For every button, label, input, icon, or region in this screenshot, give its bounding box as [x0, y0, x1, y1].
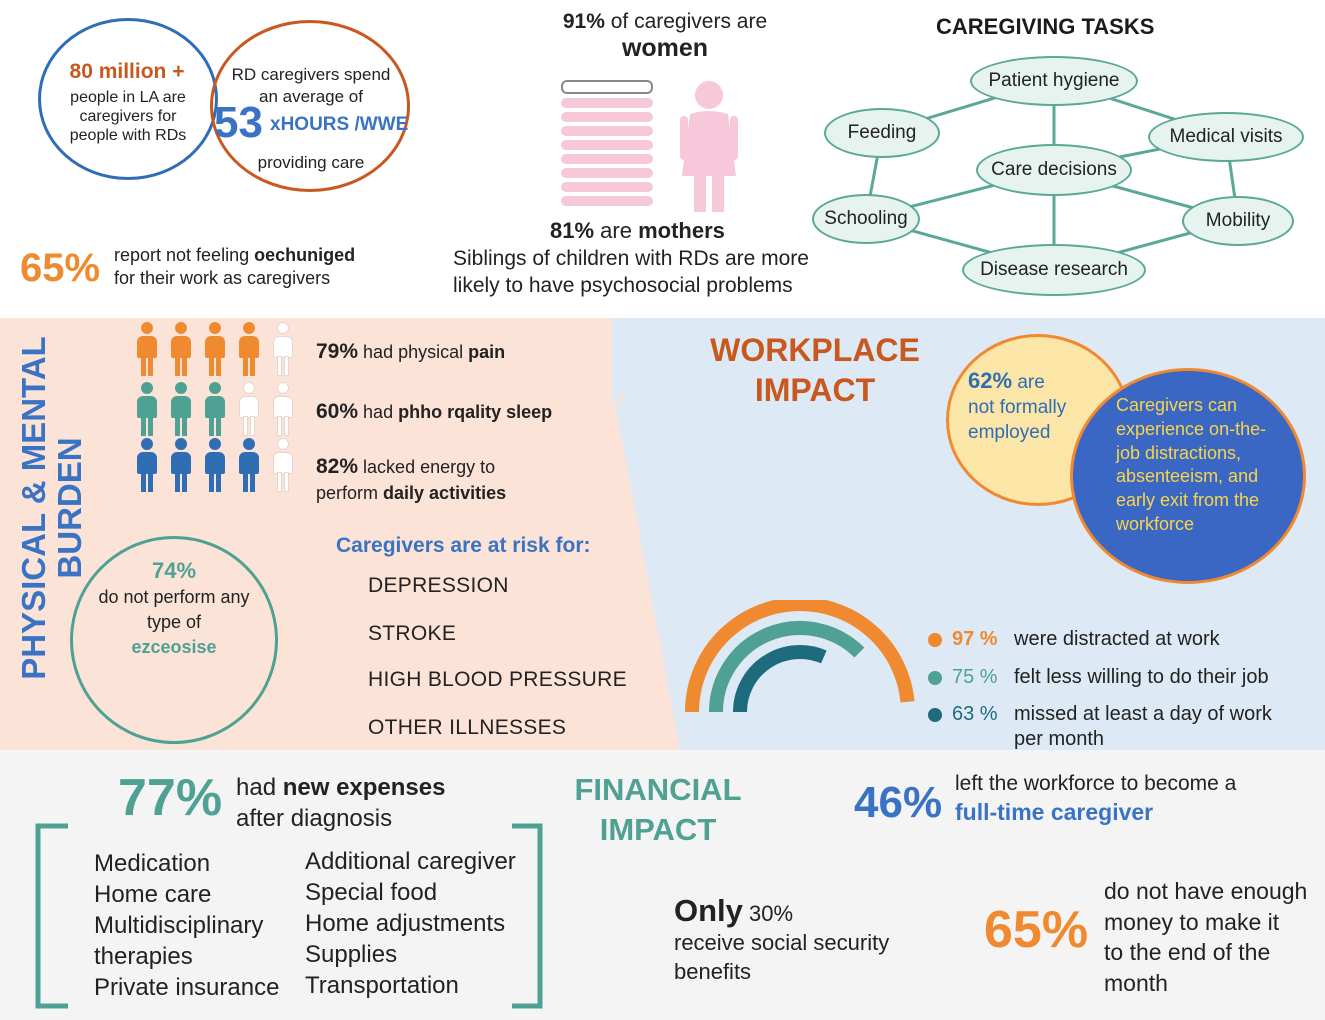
pain-stat: 79% had physical pain [316, 340, 506, 363]
energy-stat: 82% lacked energy to perform daily activ… [316, 455, 507, 503]
siblings-text: Siblings of children with RDs are more l… [453, 247, 809, 297]
task-mobility: Mobility [1182, 196, 1294, 246]
task-patient-hygiene: Patient hygiene [970, 56, 1138, 106]
workforce-pct: 46% [854, 778, 943, 827]
expense-item: Special food [305, 879, 438, 906]
expense-item: Private insurance [94, 974, 280, 1001]
money-line: to the end of the [1104, 939, 1271, 965]
risk-stroke: STROKE [368, 622, 457, 645]
expense-item: Home care [94, 881, 212, 908]
people-row [136, 322, 306, 381]
workplace-arc [685, 600, 915, 713]
social-security: Only 30% receive social security benefit… [674, 893, 890, 984]
women-bar-stack [561, 80, 653, 206]
mothers-stat: 81% are mothers [550, 218, 725, 243]
recognition-text: report not feeling oechuniged for their … [114, 245, 356, 288]
expense-item: Transportation [305, 972, 459, 999]
workplace-notch [612, 318, 682, 750]
expense-item: Medication [94, 850, 211, 877]
person-icon [204, 438, 226, 492]
person-icon [170, 382, 192, 436]
person-icon [136, 322, 158, 376]
risk-other-illnesses: OTHER ILLNESSES [368, 716, 567, 739]
task-schooling: Schooling [812, 194, 920, 244]
expense-item: Additional caregiver [305, 848, 516, 875]
legend-missed-day: 63 %missed at least a day of work per mo… [928, 702, 1272, 752]
task-disease-research: Disease research [962, 244, 1146, 296]
person-icon [170, 438, 192, 492]
legend-dot-dark [928, 707, 942, 722]
workplace-title: WORKPLACE IMPACT [710, 332, 920, 408]
workplace-arcs [685, 600, 915, 713]
person-icon [272, 382, 294, 436]
workforce-text: left the workforce to become a full-time… [955, 772, 1237, 825]
money-line: do not have enough [1104, 878, 1308, 904]
financial-section [0, 750, 1325, 1020]
people-row [136, 382, 306, 441]
top-section: 80 million + people in LA are caregivers… [0, 0, 1325, 318]
risk-blood-pressure: HIGH BLOOD PRESSURE [368, 668, 627, 691]
legend-less-willing: 75 %felt less willing to do their job [928, 658, 1272, 696]
money-text: do not have enough money to make it to the… [1104, 876, 1324, 998]
expenses-pct: 77% [118, 769, 223, 827]
sleep-stat: 60% had phho rqality sleep [316, 400, 553, 423]
expense-item: Home adjustments [305, 910, 506, 937]
task-care-decisions: Care decisions [976, 144, 1132, 196]
people-row [136, 438, 306, 497]
distraction-circle [1070, 368, 1306, 584]
expense-item: Supplies [305, 941, 398, 968]
money-pct: 65% [984, 901, 1089, 959]
person-icon [238, 438, 260, 492]
person-icon [136, 382, 158, 436]
person-icon [204, 322, 226, 376]
exercise-text: 74% do not perform any type of ezceosise [98, 558, 250, 657]
legend-dot-orange [928, 632, 942, 647]
workplace-legend: 97 %were distracted at work 75 %felt les… [928, 620, 1272, 752]
expenses-bracket [35, 823, 543, 1009]
hours-unit: xHOURS /WWE [270, 114, 409, 135]
person-icon [136, 438, 158, 492]
caregivers-count-text: people in LA are caregivers for people w… [69, 89, 187, 144]
task-feeding: Feeding [824, 108, 940, 158]
risk-title: Caregivers are at risk for: [336, 534, 591, 557]
distraction-text: Caregivers can experience on-the-job dis… [1116, 395, 1267, 534]
tasks-title: CAREGIVING TASKS [936, 14, 1155, 39]
workplace-arc [709, 621, 865, 713]
legend-dot-teal [928, 670, 942, 685]
expense-item: Multidisciplinary [94, 912, 264, 939]
employed-text: 62% are not formally employed [968, 368, 1067, 443]
exercise-circle [70, 536, 278, 744]
hours-text: RD caregivers spend an average of [231, 65, 391, 106]
expenses-text: had new expenses after diagnosis [236, 774, 446, 832]
women-stat: 91% of caregivers are women [562, 10, 768, 62]
expense-item: therapies [94, 943, 193, 970]
person-icon [272, 322, 294, 376]
risk-depression: DEPRESSION [368, 574, 509, 597]
caregivers-count: 80 million + [69, 60, 185, 83]
hours-number: 53 [214, 98, 263, 147]
recognition-pct: 65% [20, 246, 101, 290]
person-icon [272, 438, 294, 492]
hours-circle [210, 20, 410, 192]
task-medical-visits: Medical visits [1148, 112, 1304, 162]
woman-icon [680, 81, 738, 212]
person-icon [238, 322, 260, 376]
person-icon [238, 382, 260, 436]
workplace-arc [733, 645, 827, 713]
person-icon [170, 322, 192, 376]
legend-distracted: 97 %were distracted at work [928, 620, 1272, 658]
financial-title: FINANCIAL IMPACT [574, 772, 742, 847]
money-line: money to make it [1104, 908, 1280, 935]
hours-text-2: providing care [257, 153, 365, 172]
person-icon [204, 382, 226, 436]
money-line: month [1104, 969, 1168, 996]
